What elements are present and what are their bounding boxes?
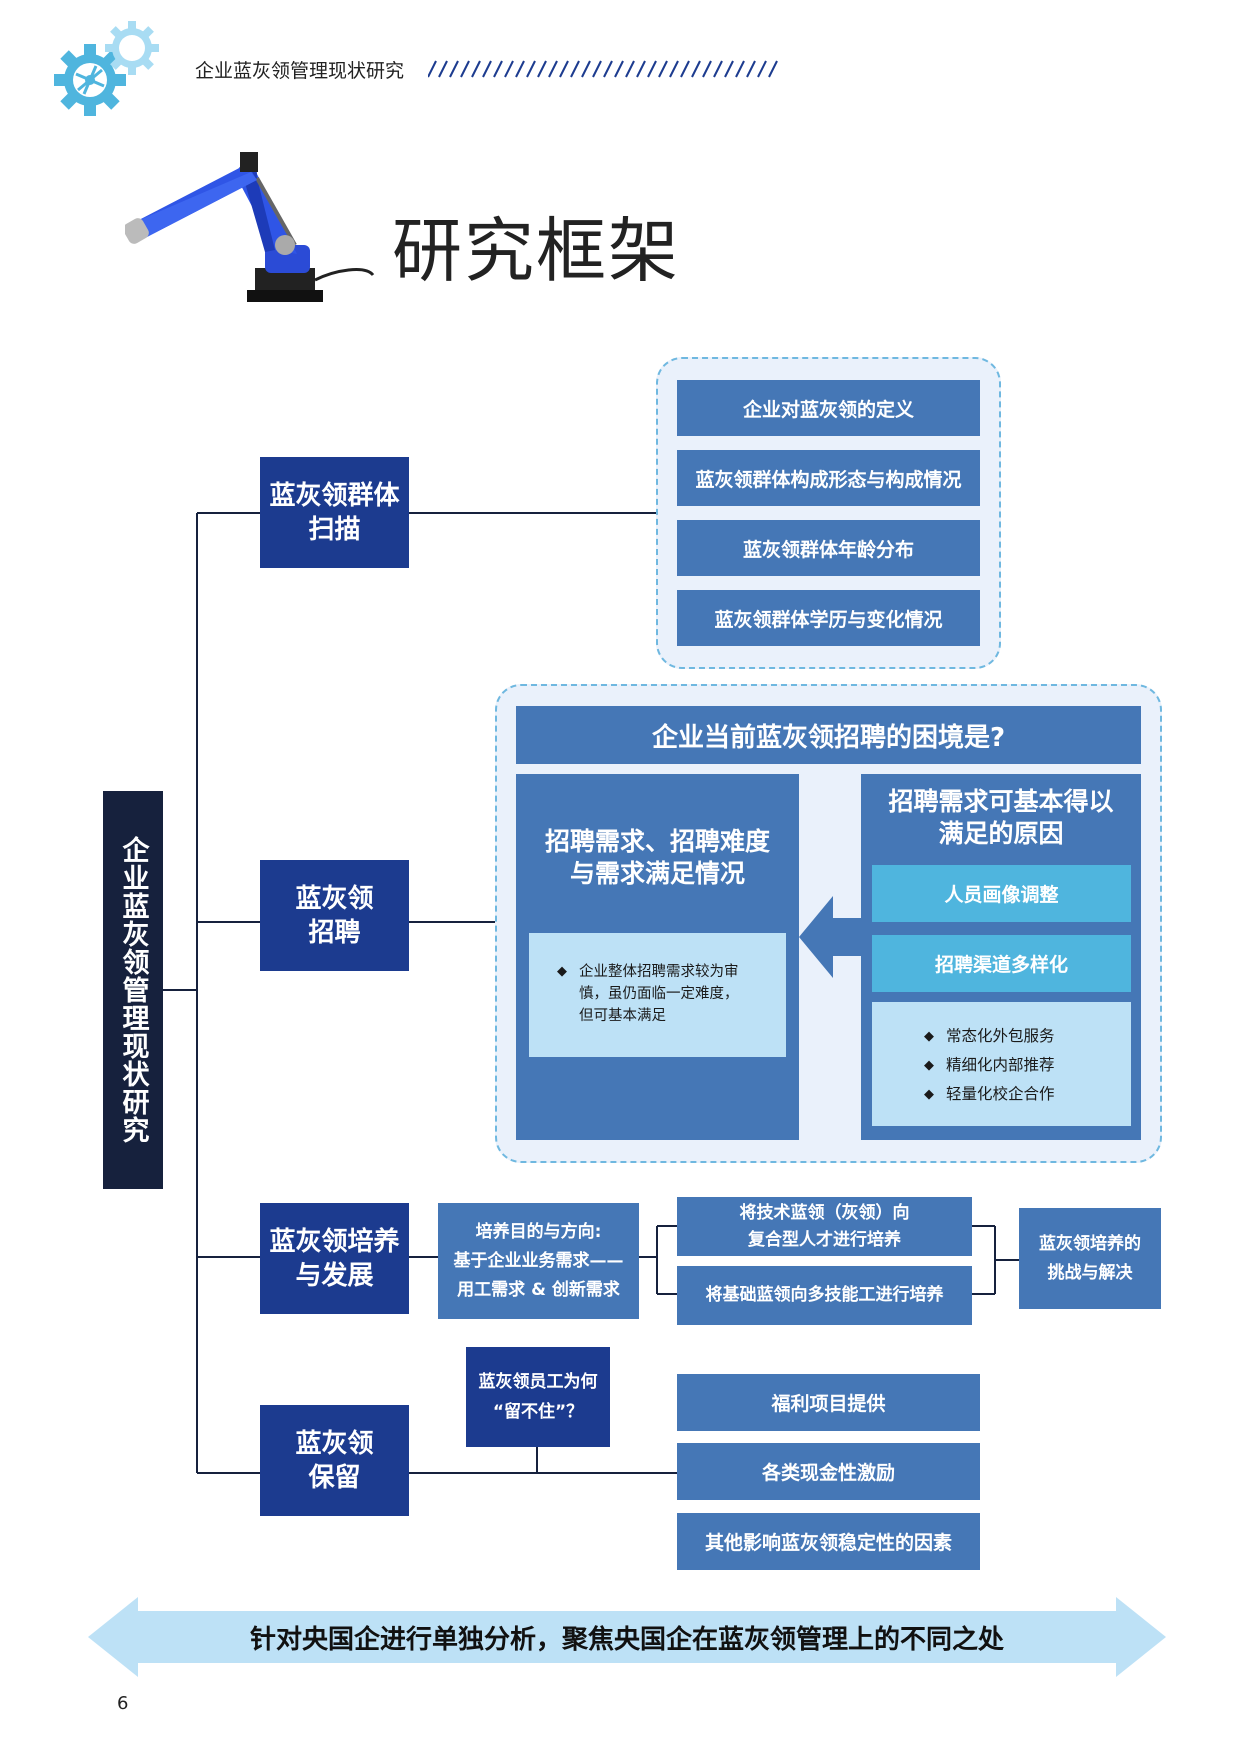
channel-item-text: 精细化内部推荐	[946, 1056, 1055, 1074]
category-retain-line2: 保留	[308, 1462, 361, 1493]
retain-question-line1: 蓝灰领员工为何	[478, 1372, 598, 1392]
footer-banner-text: 针对央国企进行单独分析，聚焦央国企在蓝灰领管理上的不同之处	[249, 1624, 1004, 1655]
recruit-left-bullet-line3: 但可基本满足	[579, 1008, 666, 1024]
channel-item: ◆ 精细化内部推荐	[924, 1051, 1131, 1080]
diamond-bullet-icon: ◆	[924, 1087, 934, 1102]
channel-item-text: 常态化外包服务	[946, 1027, 1055, 1045]
develop-path-multiskill: 将基础蓝领向多技能工进行培养	[677, 1266, 972, 1325]
develop-path-composite-line1: 将技术蓝领（灰领）向	[739, 1202, 910, 1223]
develop-purpose-line3: 用工需求 & 创新需求	[457, 1279, 620, 1300]
recruit-right-title: 招聘需求可基本得以 满足的原因	[861, 782, 1141, 854]
category-scan: 蓝灰领群体 扫描	[260, 457, 409, 568]
reason-persona-adjust: 人员画像调整	[872, 865, 1131, 922]
category-recruit-line2: 招聘	[308, 917, 361, 948]
retain-item: 各类现金性激励	[677, 1443, 980, 1500]
retain-item: 其他影响蓝灰领稳定性的因素	[677, 1513, 980, 1570]
retain-item: 福利项目提供	[677, 1374, 980, 1431]
recruit-left-bullet-text: 企业整体招聘需求较为审 慎，虽仍面临一定难度， 但可基本满足	[579, 961, 739, 1027]
left-arrow-icon	[799, 896, 861, 978]
recruit-question: 企业当前蓝灰领招聘的困境是?	[516, 706, 1141, 764]
recruit-left-bullet-line2: 慎，虽仍面临一定难度，	[579, 986, 739, 1002]
page-number: 6	[117, 1693, 129, 1714]
develop-challenge-line1: 蓝灰领培养的	[1039, 1233, 1141, 1254]
category-develop-line2: 与发展	[295, 1260, 374, 1291]
develop-purpose-line1: 培养目的与方向:	[475, 1221, 602, 1242]
reason-channel-diversify: 招聘渠道多样化	[872, 935, 1131, 992]
category-retain-line1: 蓝灰领	[295, 1428, 374, 1459]
category-develop-line1: 蓝灰领培养	[269, 1226, 400, 1257]
root-node: 企业蓝灰领管理现状研究	[103, 791, 163, 1189]
header-stripes	[428, 60, 778, 78]
category-recruit: 蓝灰领 招聘	[260, 860, 409, 971]
scan-item: 蓝灰领群体学历与变化情况	[677, 590, 980, 646]
develop-purpose: 培养目的与方向: 基于企业业务需求—— 用工需求 & 创新需求	[438, 1203, 639, 1319]
category-scan-line1: 蓝灰领群体	[269, 480, 400, 511]
scan-item: 企业对蓝灰领的定义	[677, 380, 980, 436]
diamond-bullet-icon: ◆	[924, 1029, 934, 1044]
recruit-left-title: 招聘需求、招聘难度 与需求满足情况	[516, 818, 799, 898]
develop-path-composite: 将技术蓝领（灰领）向 复合型人才进行培养	[677, 1197, 972, 1256]
develop-challenge: 蓝灰领培养的 挑战与解决	[1019, 1208, 1161, 1309]
recruit-right-title-2: 满足的原因	[938, 819, 1064, 848]
double-arrow-banner	[88, 1597, 1166, 1677]
category-recruit-line1: 蓝灰领	[295, 883, 374, 914]
recruit-left-bullet-line1: 企业整体招聘需求较为审	[579, 964, 739, 980]
channel-list: ◆ 常态化外包服务 ◆ 精细化内部推荐 ◆ 轻量化校企合作	[872, 1002, 1131, 1126]
diamond-bullet-icon: ◆	[924, 1058, 934, 1073]
channel-item: ◆ 常态化外包服务	[924, 1022, 1131, 1051]
recruit-right-title-1: 招聘需求可基本得以	[888, 787, 1114, 816]
category-develop: 蓝灰领培养 与发展	[260, 1203, 409, 1314]
develop-challenge-line2: 挑战与解决	[1047, 1262, 1133, 1283]
recruit-left-bullet: ◆ 企业整体招聘需求较为审 慎，虽仍面临一定难度， 但可基本满足	[557, 961, 770, 1027]
retain-question-line2: “留不住”？	[492, 1402, 584, 1422]
develop-path-composite-line2: 复合型人才进行培养	[748, 1229, 901, 1250]
scan-item: 蓝灰领群体年龄分布	[677, 520, 980, 576]
header-title: 企业蓝灰领管理现状研究	[195, 60, 405, 82]
retain-question: 蓝灰领员工为何 “留不住”？	[466, 1347, 610, 1447]
page-title: 研究框架	[392, 210, 680, 292]
diamond-bullet-icon: ◆	[557, 964, 567, 979]
recruit-left-title-1: 招聘需求、招聘难度	[544, 827, 770, 856]
develop-purpose-line2: 基于企业业务需求——	[453, 1250, 624, 1271]
scan-item: 蓝灰领群体构成形态与构成情况	[677, 450, 980, 506]
robot-arm-icon	[125, 152, 375, 302]
gear-logo-icon	[54, 21, 159, 116]
recruit-left-card: ◆ 企业整体招聘需求较为审 慎，虽仍面临一定难度， 但可基本满足	[529, 933, 786, 1057]
recruit-left-title-2: 与需求满足情况	[569, 859, 745, 888]
channel-item-text: 轻量化校企合作	[946, 1085, 1055, 1103]
category-scan-line2: 扫描	[308, 514, 361, 545]
channel-item: ◆ 轻量化校企合作	[924, 1080, 1131, 1109]
category-retain: 蓝灰领 保留	[260, 1405, 409, 1516]
